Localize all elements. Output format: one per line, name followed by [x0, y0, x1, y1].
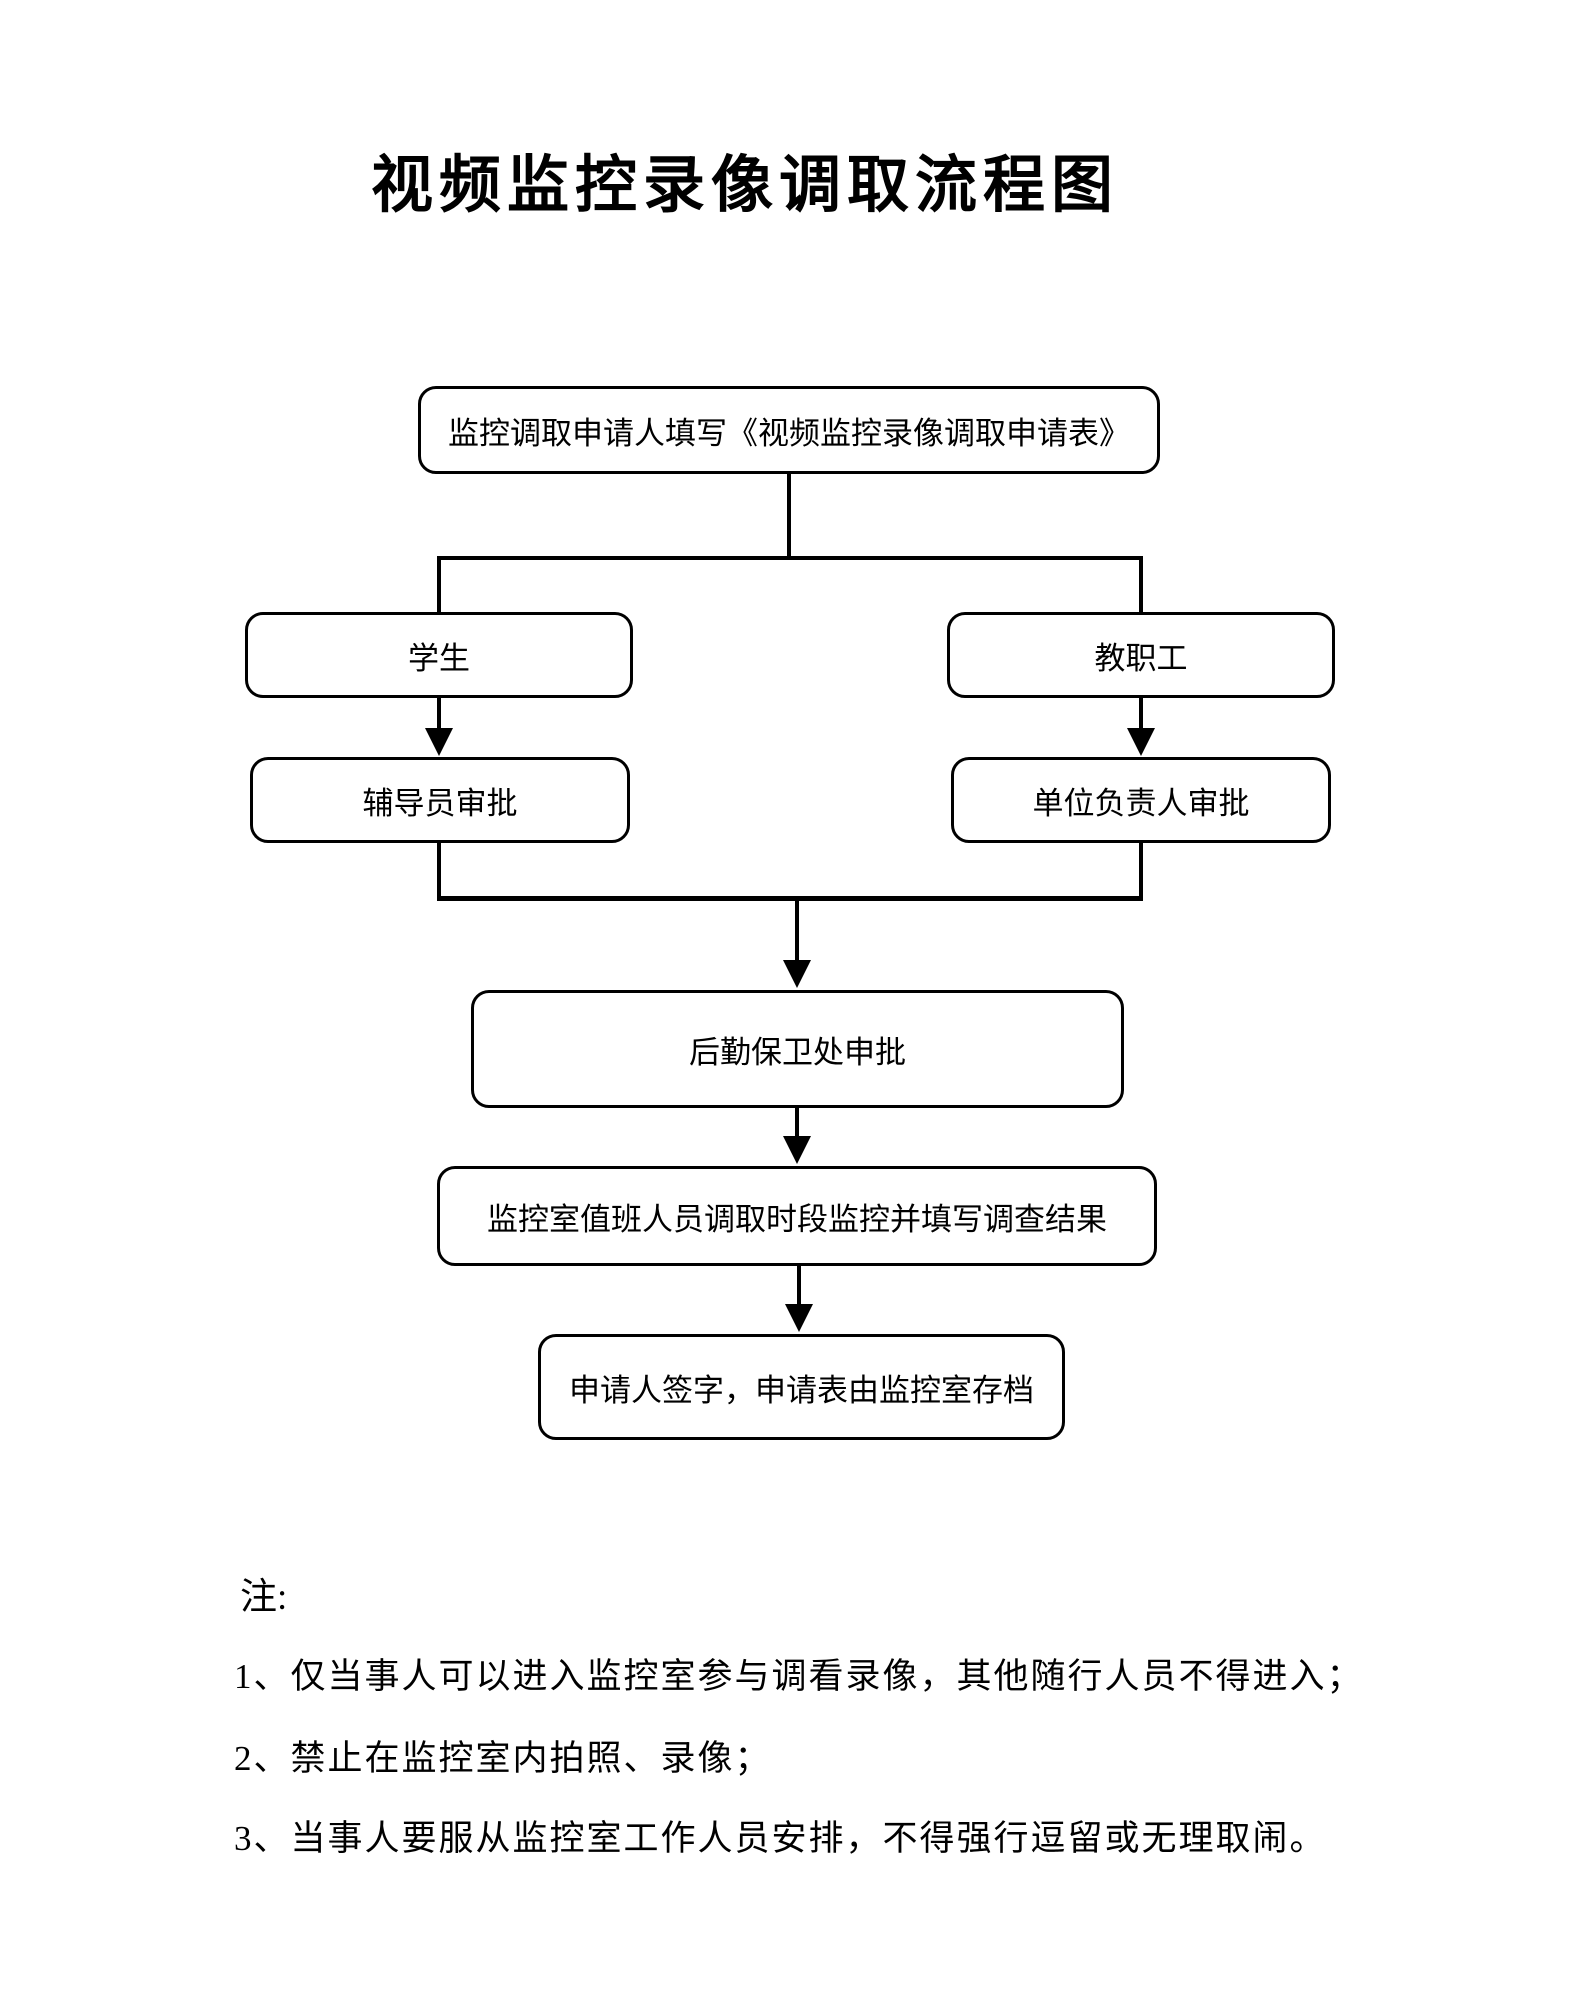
flow-node-monitor-room-label: 监控室值班人员调取时段监控并填写调查结果: [487, 1201, 1107, 1237]
flow-node-student: 学生: [245, 612, 633, 698]
note-item-1: 1、仅当事人可以进入监控室参与调看录像，其他随行人员不得进入；: [234, 1657, 1364, 1696]
flow-node-sign: 申请人签字，申请表由监控室存档: [538, 1334, 1065, 1440]
notes-label: 注:: [240, 1577, 288, 1618]
flow-node-sign-label: 申请人签字，申请表由监控室存档: [569, 1372, 1034, 1408]
note-item-3: 3、当事人要服从监控室工作人员安排，不得强行逗留或无理取闹。: [234, 1819, 1327, 1858]
flow-node-logistics-label: 后勤保卫处申批: [689, 1034, 906, 1070]
connector-logistics-monitor: [795, 1108, 799, 1138]
flow-node-counselor-label: 辅导员审批: [362, 785, 518, 821]
flow-node-student-label: 学生: [408, 640, 470, 676]
connector-merge-horizontal: [437, 896, 1143, 901]
connector-split-horizontal: [437, 556, 1143, 560]
connector-merge-logistics: [795, 899, 799, 962]
arrow-down-icon: [1127, 728, 1155, 756]
connector-split-student: [437, 556, 441, 612]
arrow-down-icon: [785, 1304, 813, 1332]
flow-node-monitor-room: 监控室值班人员调取时段监控并填写调查结果: [437, 1166, 1157, 1266]
page-title: 视频监控录像调取流程图: [370, 152, 1119, 220]
flow-node-apply: 监控调取申请人填写《视频监控录像调取申请表》: [418, 386, 1160, 474]
arrow-down-icon: [783, 960, 811, 988]
arrow-down-icon: [425, 728, 453, 756]
flow-node-staff-label: 教职工: [1094, 640, 1188, 676]
arrow-down-icon: [783, 1136, 811, 1164]
connector-split-staff: [1139, 556, 1143, 612]
connector-apply-split: [787, 474, 791, 558]
flow-node-unit-leader: 单位负责人审批: [951, 757, 1331, 843]
connector-counselor-merge: [437, 843, 441, 901]
flow-node-apply-label: 监控调取申请人填写《视频监控录像调取申请表》: [448, 415, 1130, 451]
connector-staff-unit-leader: [1139, 698, 1143, 732]
flow-node-counselor: 辅导员审批: [250, 757, 630, 843]
connector-monitor-sign: [797, 1266, 801, 1306]
note-item-2: 2、禁止在监控室内拍照、录像；: [234, 1739, 772, 1778]
flow-node-logistics: 后勤保卫处申批: [471, 990, 1124, 1108]
connector-student-counselor: [437, 698, 441, 732]
flow-node-staff: 教职工: [947, 612, 1335, 698]
connector-unit-leader-merge: [1139, 843, 1143, 901]
flow-node-unit-leader-label: 单位负责人审批: [1032, 785, 1250, 821]
